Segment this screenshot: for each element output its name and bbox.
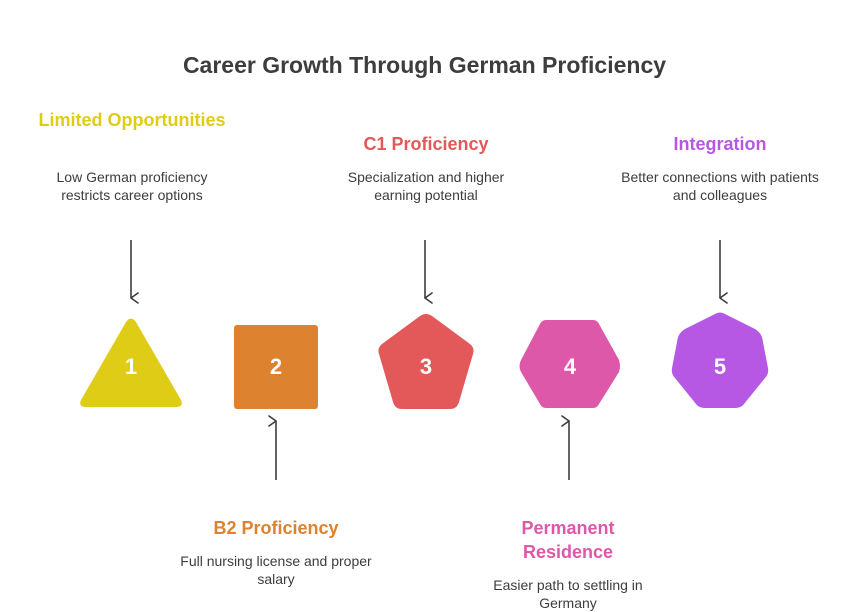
step-4-title: Permanent Residence (521, 518, 615, 562)
step-4-hexagon-shape (519, 320, 620, 408)
step-2-number: 2 (270, 354, 282, 379)
step-2-title: B2 Proficiency (213, 518, 339, 538)
step-1-number: 1 (125, 354, 137, 379)
step-5-description: Better connections with patients and col… (621, 169, 819, 203)
step-4-description: Easier path to settling in Germany (493, 577, 643, 611)
step-3-pentagon-shape (378, 314, 474, 409)
step-4-number: 4 (564, 354, 577, 379)
step-5-number: 5 (714, 354, 726, 379)
diagram-title: Career Growth Through German Proficiency (182, 52, 667, 78)
step-1-triangle-shape (80, 318, 182, 407)
step-3-title: C1 Proficiency (363, 134, 489, 154)
step-1-description: Low German proficiency restricts career … (56, 169, 208, 203)
step-2-square-shape (234, 325, 318, 409)
step-1-title: Limited Opportunities (38, 110, 226, 130)
step-3-number: 3 (420, 354, 432, 379)
step-5-title: Integration (673, 134, 767, 154)
step-5-heptagon-shape (671, 312, 769, 408)
step-2-description: Full nursing license and proper salary (180, 553, 372, 587)
step-3-description: Specialization and higher earning potent… (347, 169, 505, 203)
